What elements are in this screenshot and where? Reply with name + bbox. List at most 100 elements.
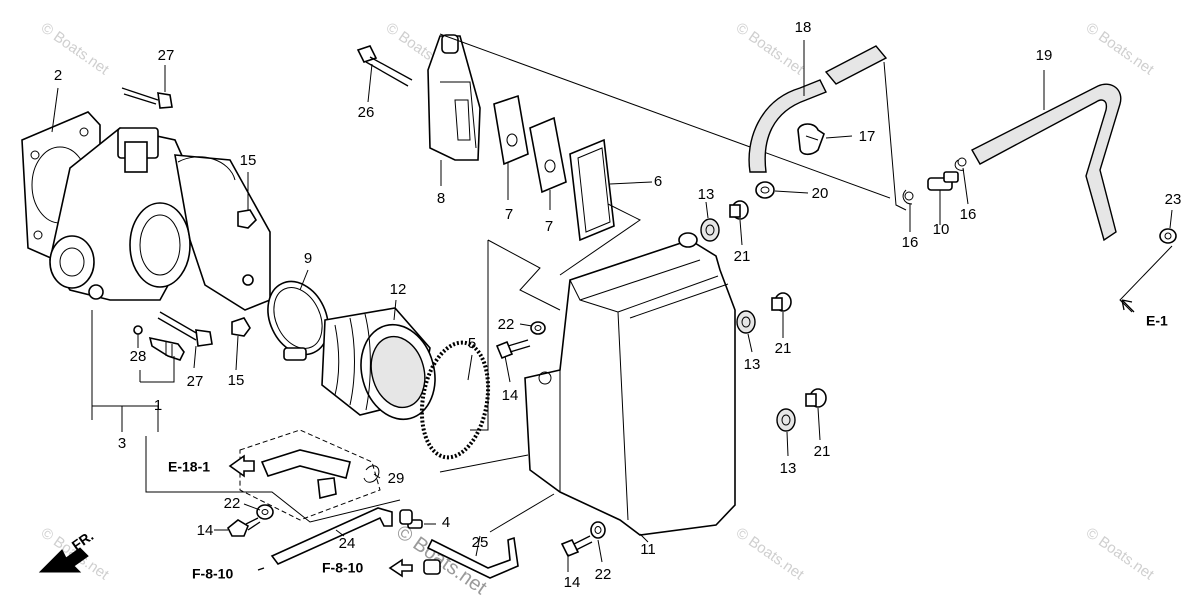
callout-8: 8 (437, 190, 445, 207)
front-indicator: FR. (38, 527, 96, 573)
tube-18 (748, 45, 888, 173)
callout-15-lower: 15 (228, 372, 245, 389)
washer-22a (530, 321, 546, 335)
tube-24 (270, 507, 393, 565)
washer-22b (256, 504, 274, 520)
air-silencer-case-11 (524, 232, 736, 536)
callout-10: 10 (933, 221, 950, 238)
callout-labels: 2 27 26 8 7 7 6 18 17 20 19 16 16 10 23 … (54, 19, 1182, 591)
clip-16b (954, 157, 967, 171)
watermark-text-bottom: © Boats.net (392, 521, 491, 599)
callout-5: 5 (468, 335, 476, 352)
callout-18: 18 (795, 19, 812, 36)
callout-21b: 21 (775, 340, 792, 357)
callout-29: 29 (388, 470, 405, 487)
bolt-14b (226, 517, 261, 537)
leader-top-outline (439, 33, 891, 199)
washer-28 (133, 325, 143, 335)
clamp-17 (797, 123, 825, 156)
arrow-f8-10-mid (388, 558, 413, 578)
callout-24: 24 (339, 535, 356, 552)
bolt-21c (805, 388, 827, 408)
callout-20: 20 (812, 185, 829, 202)
bolt-14a (495, 339, 531, 360)
arrow-e1 (1121, 299, 1135, 313)
watermark-text: © Boats.net (38, 19, 113, 78)
front-arrow-icon (38, 547, 89, 573)
reference-arrows (228, 299, 1135, 578)
callout-21c: 21 (814, 443, 831, 460)
callout-7a: 7 (505, 206, 513, 223)
callout-14a: 14 (502, 387, 519, 404)
callout-7b: 7 (545, 218, 553, 235)
callout-23: 23 (1165, 191, 1182, 208)
grommet-13a (700, 218, 720, 242)
watermark-text: © Boats.net (733, 524, 808, 583)
callout-22a: 22 (498, 316, 515, 333)
callout-13a: 13 (698, 186, 715, 203)
bolt-26 (356, 45, 413, 87)
tube-19 (971, 83, 1122, 242)
callout-16a: 16 (902, 234, 919, 251)
grommet-13c (776, 408, 796, 432)
resonator-case-8 (427, 34, 481, 161)
screw-28 (148, 336, 185, 361)
callout-1: 1 (154, 397, 162, 414)
callout-2: 2 (54, 67, 62, 84)
callout-13c: 13 (780, 460, 797, 477)
ref-e1: E-1 (1146, 313, 1168, 329)
clip-16a (902, 189, 914, 205)
ref-e18-1: E-18-1 (168, 459, 210, 475)
callout-14b: 14 (197, 522, 214, 539)
callout-22b: 22 (224, 495, 241, 512)
clip-23 (1159, 228, 1177, 244)
nut-15-lower (231, 317, 251, 337)
grommet-13b (736, 310, 756, 334)
callout-11: 11 (640, 541, 656, 558)
callout-6: 6 (654, 173, 662, 190)
packing-7b (529, 116, 567, 194)
callout-14c: 14 (564, 574, 581, 591)
intake-joint-12 (321, 307, 436, 421)
reference-codes: E-1 E-18-1 F-8-10 F-8-10 (168, 313, 1168, 582)
nut-15-top (237, 209, 258, 229)
callout-25: 25 (472, 534, 489, 551)
seal-ring-5 (419, 340, 491, 460)
callout-13b: 13 (744, 356, 761, 373)
callout-21a: 21 (734, 248, 751, 265)
callout-9: 9 (304, 250, 312, 267)
bolt-27-top (121, 87, 173, 109)
packing-7a (493, 94, 529, 166)
callout-27-top: 27 (158, 47, 175, 64)
callout-4: 4 (442, 514, 450, 531)
callout-22c: 22 (595, 566, 612, 583)
clip-20 (755, 181, 775, 199)
bolt-14c (560, 535, 593, 558)
watermark-text: © Boats.net (1083, 524, 1158, 583)
callout-19: 19 (1036, 47, 1053, 64)
joint-10 (927, 171, 959, 191)
washer-22c (590, 521, 606, 539)
callout-12: 12 (390, 281, 407, 298)
arrow-f8-10-left (257, 567, 265, 571)
callout-28: 28 (130, 348, 147, 365)
gasket-6 (569, 138, 615, 242)
callout-3: 3 (118, 435, 126, 452)
arrow-e18-1 (228, 454, 255, 478)
tube-25 (426, 536, 519, 579)
connector-25-bottom (423, 559, 441, 575)
watermark-text: © Boats.net (1083, 19, 1158, 78)
ref-f8-10-mid: F-8-10 (322, 560, 363, 576)
callout-16b: 16 (960, 206, 977, 223)
bolt-21a (729, 200, 749, 220)
callout-27-lower: 27 (187, 373, 204, 390)
hose-band-9 (267, 280, 329, 361)
throttle-body (49, 127, 271, 311)
ref-f8-10-left: F-8-10 (192, 566, 233, 582)
bolt-21b (771, 292, 792, 312)
leader-lines (51, 40, 1173, 572)
bolt-27-lower (157, 311, 213, 347)
callout-17: 17 (859, 128, 876, 145)
fitting-4 (399, 509, 423, 529)
